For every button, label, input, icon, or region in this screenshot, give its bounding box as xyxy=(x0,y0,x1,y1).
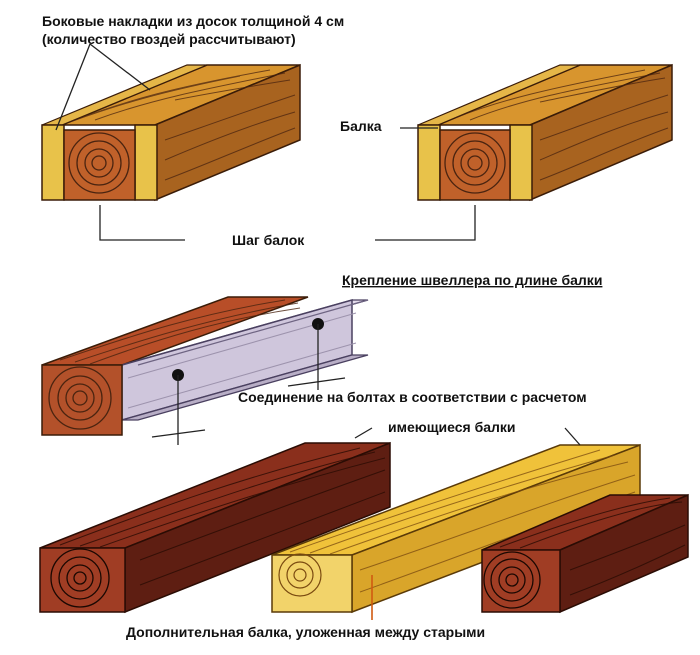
channel-beam-end-rings xyxy=(48,366,112,430)
side-boards-label-line2: (количество гвоздей рассчитывают) xyxy=(42,31,296,47)
existing-beam-left-grain xyxy=(59,447,386,586)
beam-label: Балка xyxy=(340,118,382,134)
section3-leaders xyxy=(354,427,581,620)
additional-beam-grain xyxy=(289,449,636,593)
additional-beam-label: Дополнительная балка, уложенная между ст… xyxy=(126,624,485,640)
existing-beam-left-end xyxy=(39,547,126,613)
right-beam-with-side-boards xyxy=(417,63,673,202)
channel-beam-grain xyxy=(59,299,301,365)
channel-title: Крепление швеллера по длине балки xyxy=(342,272,602,288)
section1-leaders xyxy=(55,43,476,241)
existing-beam-left-rings xyxy=(50,548,110,608)
left-beam-with-side-boards xyxy=(41,63,301,202)
additional-beam xyxy=(271,443,641,614)
existing-beam-right xyxy=(481,493,689,614)
additional-beam-rings xyxy=(278,553,322,597)
right-beam-left-board-front xyxy=(417,124,441,201)
left-board-front xyxy=(41,124,65,201)
existing-beam-right-rings xyxy=(483,551,541,609)
right-beam-right-board-front xyxy=(509,124,533,201)
bolt-leaders xyxy=(151,324,346,445)
right-board-front xyxy=(134,124,158,201)
existing-beam-left xyxy=(39,441,391,614)
right-beam-end-rings xyxy=(444,132,506,194)
right-beam-end xyxy=(439,129,511,201)
left-beam-grain xyxy=(69,69,296,181)
existing-beams-label: имеющиеся балки xyxy=(388,419,516,435)
channel-bottom-flange xyxy=(121,354,369,421)
beam-with-channel xyxy=(41,296,369,436)
existing-beam-right-grain xyxy=(499,497,686,596)
left-beam-end-rings xyxy=(68,132,130,194)
bolt-connection-label: Соединение на болтах в соответствии с ра… xyxy=(238,389,587,405)
beam-spacing-label: Шаг балок xyxy=(232,232,305,248)
side-boards-label-line1: Боковые накладки из досок толщиной 4 см xyxy=(42,13,344,29)
left-beam-end xyxy=(63,129,136,201)
right-beam-grain xyxy=(454,69,669,181)
additional-beam-end xyxy=(271,554,353,613)
